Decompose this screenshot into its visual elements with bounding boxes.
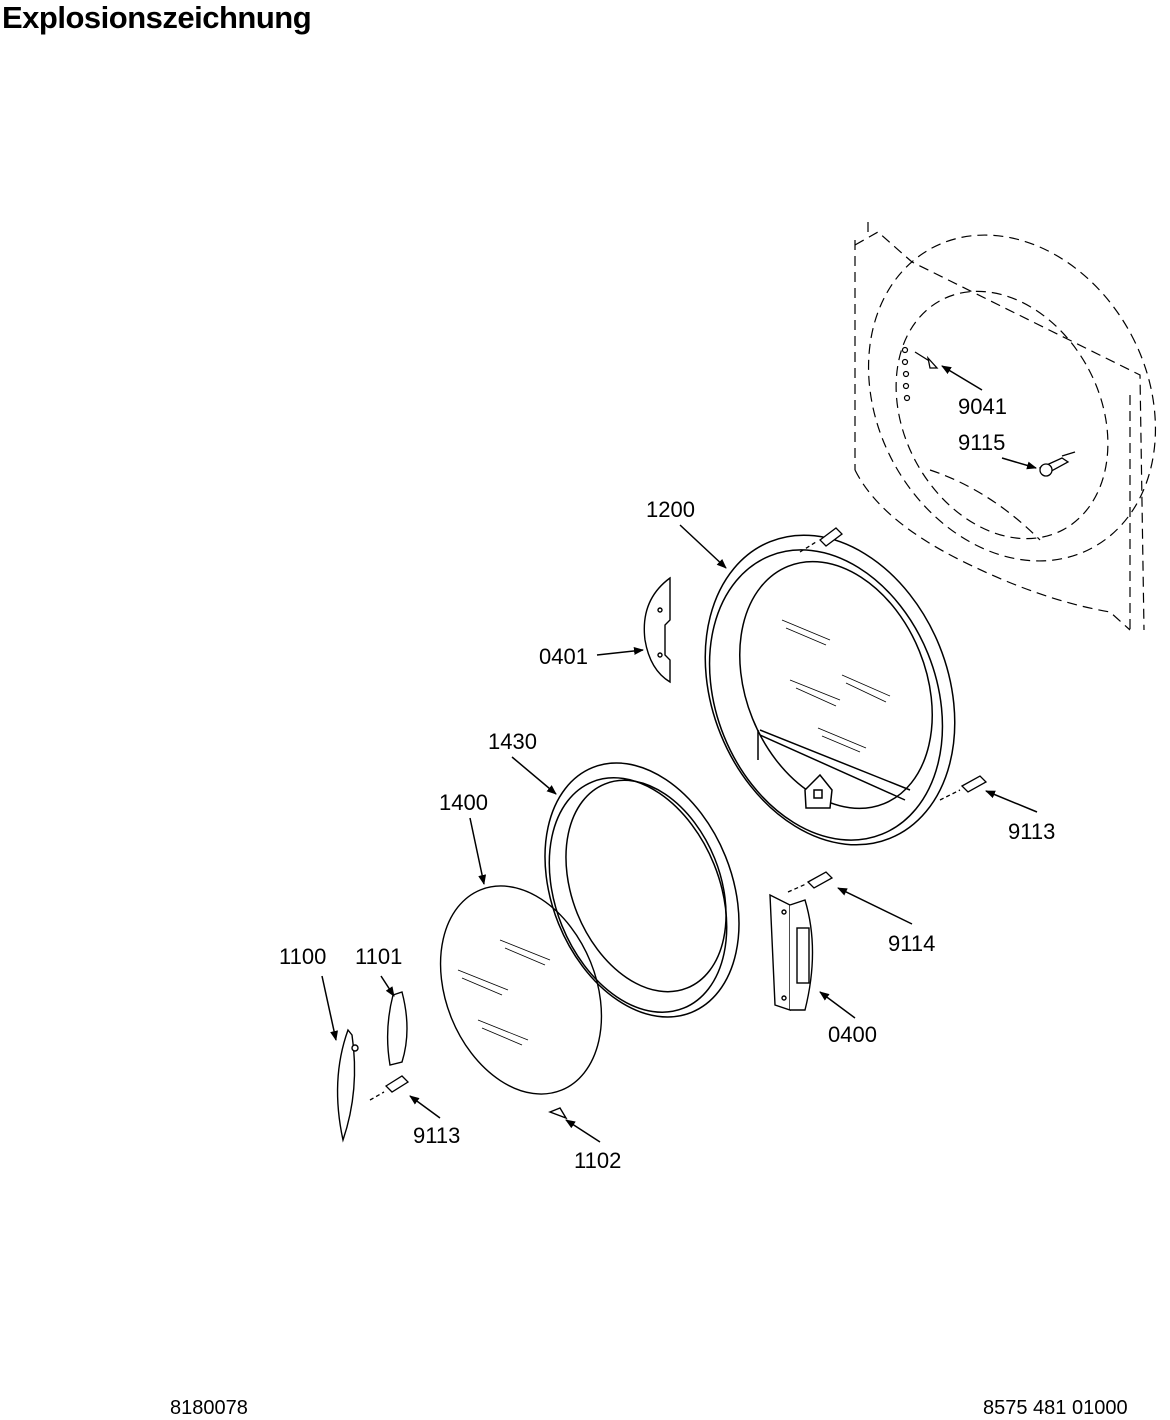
label-0400: 0400	[828, 1022, 877, 1047]
handle-1100	[336, 1028, 359, 1143]
arrow-0400	[819, 991, 856, 1019]
label-9041: 9041	[958, 394, 1007, 419]
arrow-9113-right	[985, 790, 1038, 813]
seal-ring-1430	[544, 762, 740, 1018]
arrow-1430	[511, 756, 557, 795]
leader-arrows	[321, 365, 1038, 1143]
arrow-9114	[837, 887, 913, 925]
arrow-9041	[941, 365, 983, 391]
label-1430: 1430	[488, 729, 537, 754]
footer-document-number: 8180078	[170, 1397, 248, 1419]
glass-panel-1400	[439, 885, 603, 1095]
arrow-1100	[321, 975, 338, 1041]
arrow-1101	[380, 975, 395, 997]
arrow-1400	[469, 817, 487, 885]
screw-9113-left	[369, 1075, 410, 1101]
hinge-plate-0401	[643, 576, 671, 684]
screw-9115	[1038, 451, 1076, 477]
page-title: Explosionszeichnung	[2, 0, 312, 35]
clip-1102	[548, 1107, 568, 1120]
screw-9113-right	[939, 775, 988, 801]
hinge-0400	[769, 893, 814, 1011]
screw-top-1200	[799, 527, 843, 553]
arrow-9113-left	[409, 1095, 441, 1119]
label-9114: 9114	[888, 931, 935, 956]
handle-cover-1101	[386, 991, 408, 1066]
arrow-0401	[596, 646, 644, 656]
arrow-1102	[565, 1119, 601, 1143]
label-1101: 1101	[355, 944, 402, 969]
door-frame-1200	[704, 534, 956, 846]
label-1100: 1100	[279, 944, 326, 969]
part-labels: 9041 9115 1200 0401 1430 1400 9113 9114 …	[279, 394, 1055, 1173]
machine-front-panel	[854, 222, 1157, 631]
label-1102: 1102	[574, 1148, 621, 1173]
screw-9114	[787, 871, 834, 893]
arrow-9115	[1001, 457, 1037, 470]
screw-9041	[914, 351, 939, 369]
label-0401: 0401	[539, 644, 588, 669]
footer-part-number: 8575 481 01000	[983, 1397, 1128, 1419]
label-9115: 9115	[958, 430, 1005, 455]
arrow-1200	[679, 524, 727, 569]
label-9113-right: 9113	[1008, 819, 1055, 844]
label-1200: 1200	[646, 497, 695, 522]
label-9113-left: 9113	[413, 1123, 460, 1148]
panel-screw-holes	[901, 346, 911, 402]
label-1400: 1400	[439, 790, 488, 815]
